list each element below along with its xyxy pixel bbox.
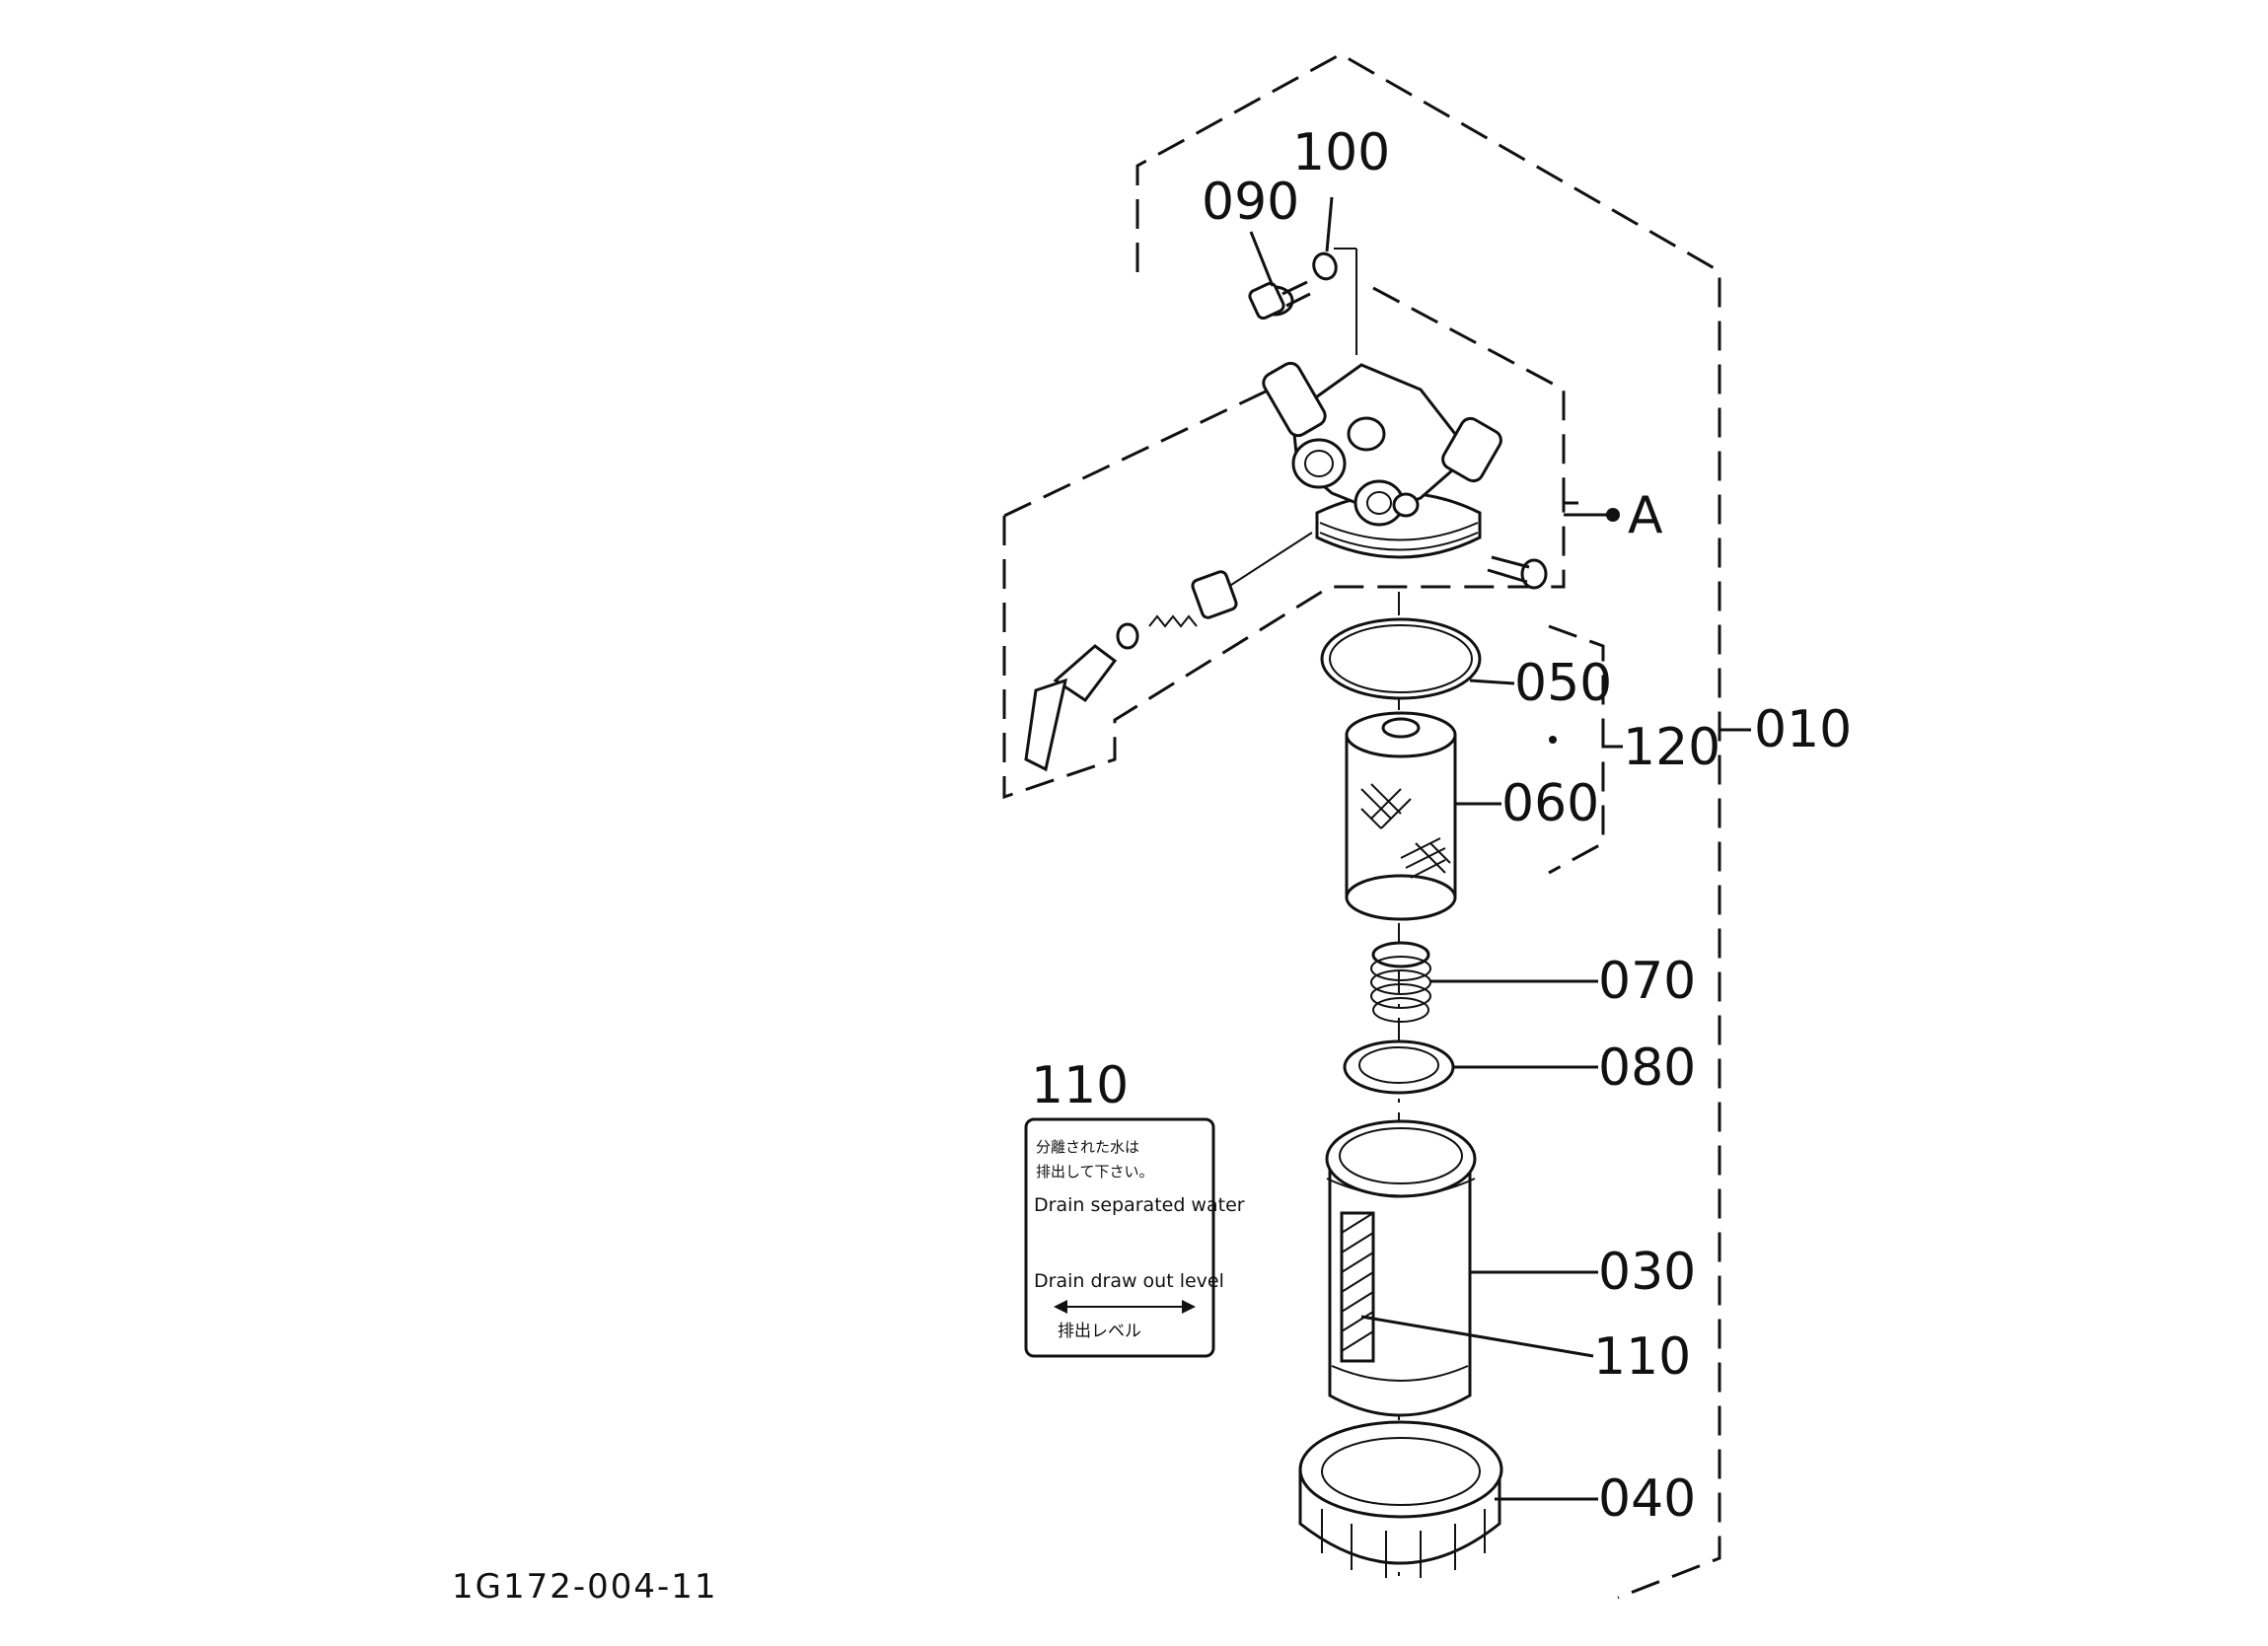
decal-en-line1: Drain separated water [1034,1194,1245,1216]
callout-070: 070 [1598,952,1696,1011]
o-ring-050 [1320,617,1482,700]
callout-080: 080 [1598,1038,1696,1098]
callout-040: 040 [1598,1469,1696,1529]
bracket-A [1564,508,1620,522]
callout-090: 090 [1202,173,1299,232]
double-arrow-icon [1054,1300,1196,1314]
figure-reference: 1G172-004-11 [452,1567,718,1607]
decal-jp-line3: 排出レベル [1058,1322,1141,1341]
ring-nut-040 [1298,1420,1503,1578]
ring-080 [1343,1039,1455,1095]
assembly-A-outline [1002,286,1578,800]
assembly-010-outline [1135,52,1721,1600]
callout-110-decal: 110 [1031,1056,1129,1115]
reference-dot [1549,736,1557,744]
bowl-030 [1325,1119,1477,1417]
spring-070 [1370,941,1431,1023]
callout-030: 030 [1598,1243,1696,1302]
decal-en-line2: Drain draw out level [1034,1270,1224,1292]
washer-100 [1312,251,1338,281]
callout-060: 060 [1501,774,1599,833]
assembly-120-outline [1548,624,1605,875]
callout-100: 100 [1292,123,1390,182]
drain-valve [1024,532,1313,772]
callout-050: 050 [1514,654,1612,713]
decal-jp-line2: 排出して下さい。 [1036,1163,1154,1181]
filter-head [1262,361,1548,590]
decal-jp-line1: 分離された水は [1036,1138,1139,1156]
callout-110: 110 [1593,1327,1691,1387]
decal-110: 分離された水は 排出して下さい。 Drain separated water D… [1024,1117,1245,1358]
callout-120: 120 [1623,718,1720,777]
leader-lines [1249,196,1598,1501]
bowl-decal-110 [1340,1211,1375,1363]
callout-010: 010 [1754,700,1852,759]
callout-A: A [1628,486,1663,545]
bolt-090 [1248,280,1311,321]
filter-element-060 [1345,711,1457,921]
